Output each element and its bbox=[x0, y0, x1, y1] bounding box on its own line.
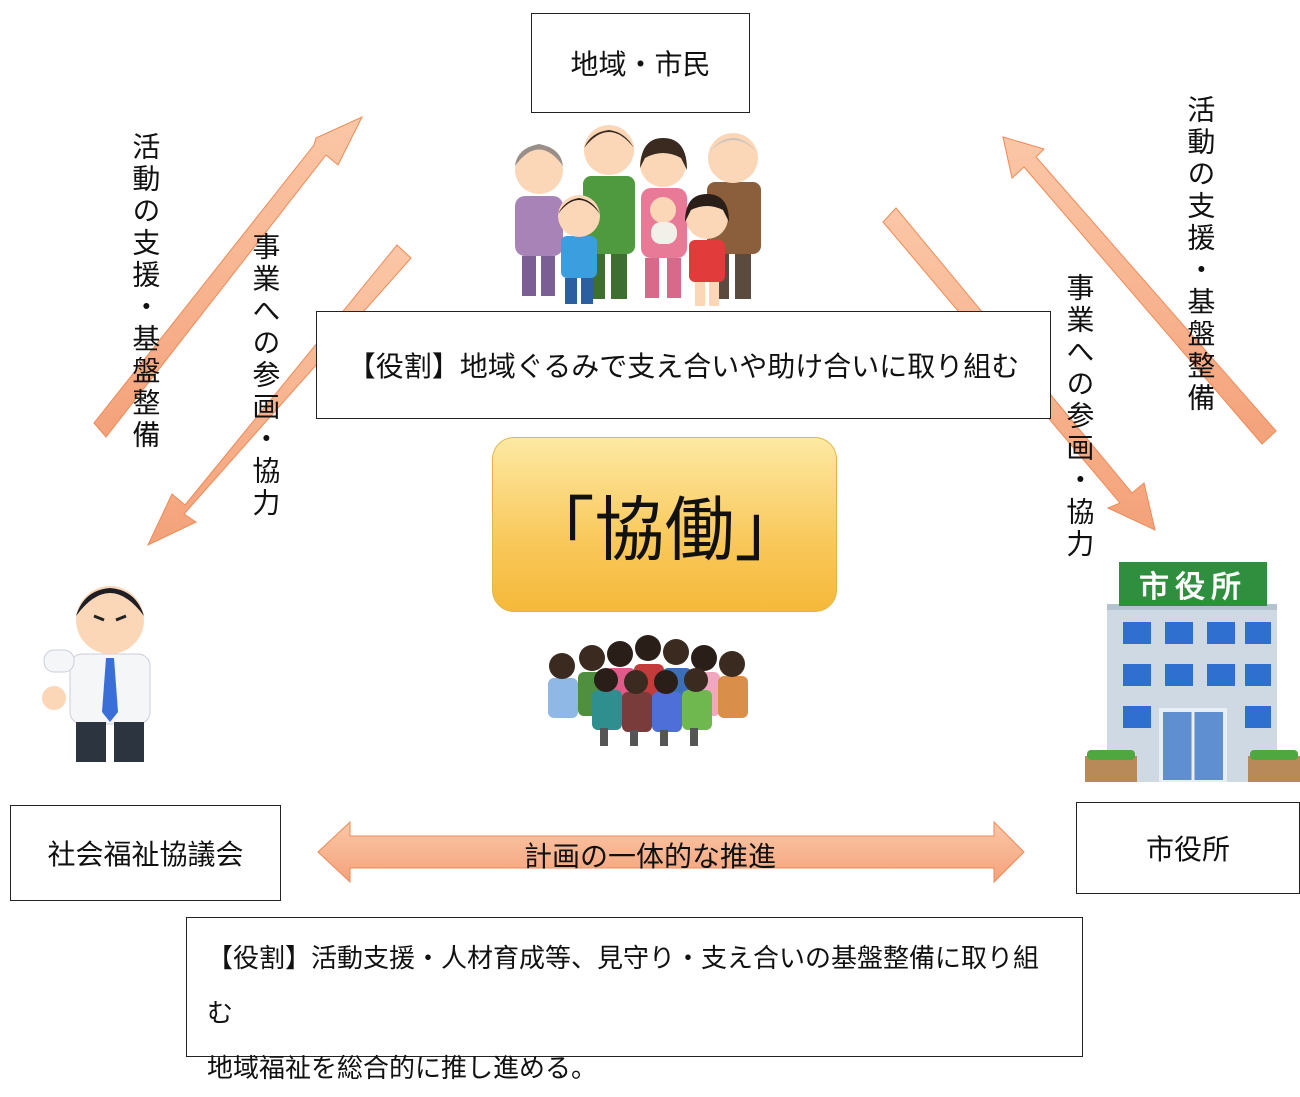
family-illustration bbox=[515, 125, 761, 306]
huddle-illustration bbox=[548, 635, 748, 746]
citizens-role-box: 【役割】地域ぐるみで支え合いや助け合いに取り組む bbox=[316, 311, 1051, 419]
citizens-role-text: 【役割】地域ぐるみで支え合いや助け合いに取り組む bbox=[347, 350, 1020, 383]
collaboration-center-box: 「協働」 bbox=[492, 437, 837, 612]
city-hall-illustration: 市役所 bbox=[1085, 560, 1300, 782]
council-role-line1: 【役割】活動支援・人材育成等、見守り・支え合いの基盤整備に取り組む bbox=[207, 944, 1040, 1029]
arrow-bidirectional bbox=[317, 820, 1025, 884]
label-participation-left: 事業への参画・協力 bbox=[248, 232, 282, 520]
council-box: 社会福祉協議会 bbox=[10, 805, 281, 901]
arrow-support-right bbox=[1002, 136, 1277, 445]
label-support-right: 活動の支援・基盤整備 bbox=[1183, 95, 1217, 415]
city-hall-box: 市役所 bbox=[1076, 802, 1300, 894]
city-hall-sign: 市役所 bbox=[1139, 570, 1247, 605]
bidirectional-label: 計画の一体的な推進 bbox=[523, 840, 776, 873]
city-hall-label: 市役所 bbox=[1145, 833, 1230, 866]
council-label: 社会福祉協議会 bbox=[47, 838, 244, 871]
council-role-line2: 地域福祉を総合的に推し進める。 bbox=[207, 1054, 598, 1084]
collaboration-label: 「協働」 bbox=[524, 489, 805, 571]
council-staff-illustration bbox=[42, 586, 151, 762]
arrow-support-left bbox=[93, 115, 364, 438]
citizens-box: 地域・市民 bbox=[531, 13, 750, 113]
label-participation-right: 事業への参画・協力 bbox=[1062, 273, 1096, 561]
citizens-label: 地域・市民 bbox=[570, 48, 711, 81]
label-support-left: 活動の支援・基盤整備 bbox=[128, 132, 162, 452]
council-role-box: 【役割】活動支援・人材育成等、見守り・支え合いの基盤整備に取り組む 地域福祉を総… bbox=[186, 917, 1083, 1084]
